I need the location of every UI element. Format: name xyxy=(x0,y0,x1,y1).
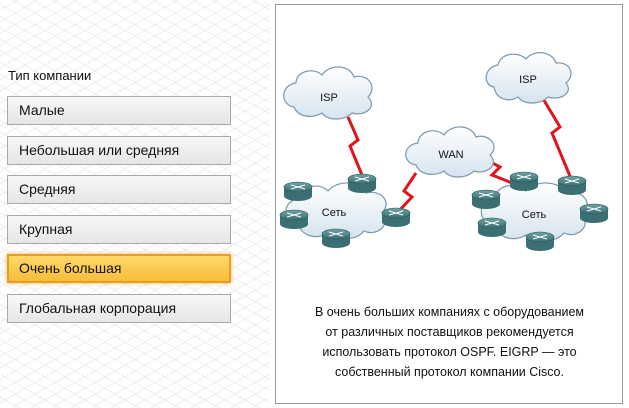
description-line-4: собственный протокол компании Cisco. xyxy=(335,365,564,379)
cloud-isp-left: ISP xyxy=(283,66,373,120)
description-line-3: использовать протокол OSPF. EIGRP — это xyxy=(322,345,577,359)
cloud-wan: WAN xyxy=(405,126,495,178)
link-wan-left xyxy=(396,172,418,214)
router-right-1-icon xyxy=(471,189,501,209)
router-left-4-icon xyxy=(321,228,351,248)
network-left-label: Сеть xyxy=(322,207,347,219)
router-right-3-icon xyxy=(557,175,587,195)
router-left-1-icon xyxy=(283,181,313,201)
network-diagram: ISP ISP WAN Сеть Сеть xyxy=(279,52,609,251)
left-pattern-background xyxy=(0,0,270,408)
option-small[interactable]: Малые xyxy=(7,96,231,125)
option-large[interactable]: Крупная xyxy=(7,215,231,244)
routers xyxy=(279,171,609,251)
router-right-5-icon xyxy=(525,231,555,251)
router-right-2-icon xyxy=(509,171,539,191)
option-small-medium[interactable]: Небольшая или средняя xyxy=(7,136,231,165)
isp-left-label: ISP xyxy=(320,92,338,104)
info-panel: ISP ISP WAN Сеть Сеть В очень больших ко… xyxy=(275,4,623,404)
link-isp-right xyxy=(540,96,574,182)
isp-right-label: ISP xyxy=(519,74,537,86)
network-right-label: Сеть xyxy=(522,209,547,221)
description-line-1: В очень больших компаниях с оборудование… xyxy=(314,305,585,319)
company-type-heading: Тип компании xyxy=(8,68,92,83)
wan-label: WAN xyxy=(438,149,463,161)
option-very-large[interactable]: Очень большая xyxy=(7,254,231,283)
router-left-3-icon xyxy=(279,209,309,229)
cloud-isp-right: ISP xyxy=(485,52,572,104)
router-right-6-icon xyxy=(579,203,609,223)
router-right-4-icon xyxy=(477,217,507,237)
option-global-enterprise[interactable]: Глобальная корпорация xyxy=(7,294,231,323)
option-medium[interactable]: Средняя xyxy=(7,175,231,204)
router-left-5-icon xyxy=(381,207,411,227)
description-text: В очень больших компаниях с оборудование… xyxy=(282,302,617,382)
link-isp-left xyxy=(346,116,364,176)
router-left-2-icon xyxy=(347,173,377,193)
description-line-2: от различных поставщиков рекомендуется xyxy=(325,325,574,339)
